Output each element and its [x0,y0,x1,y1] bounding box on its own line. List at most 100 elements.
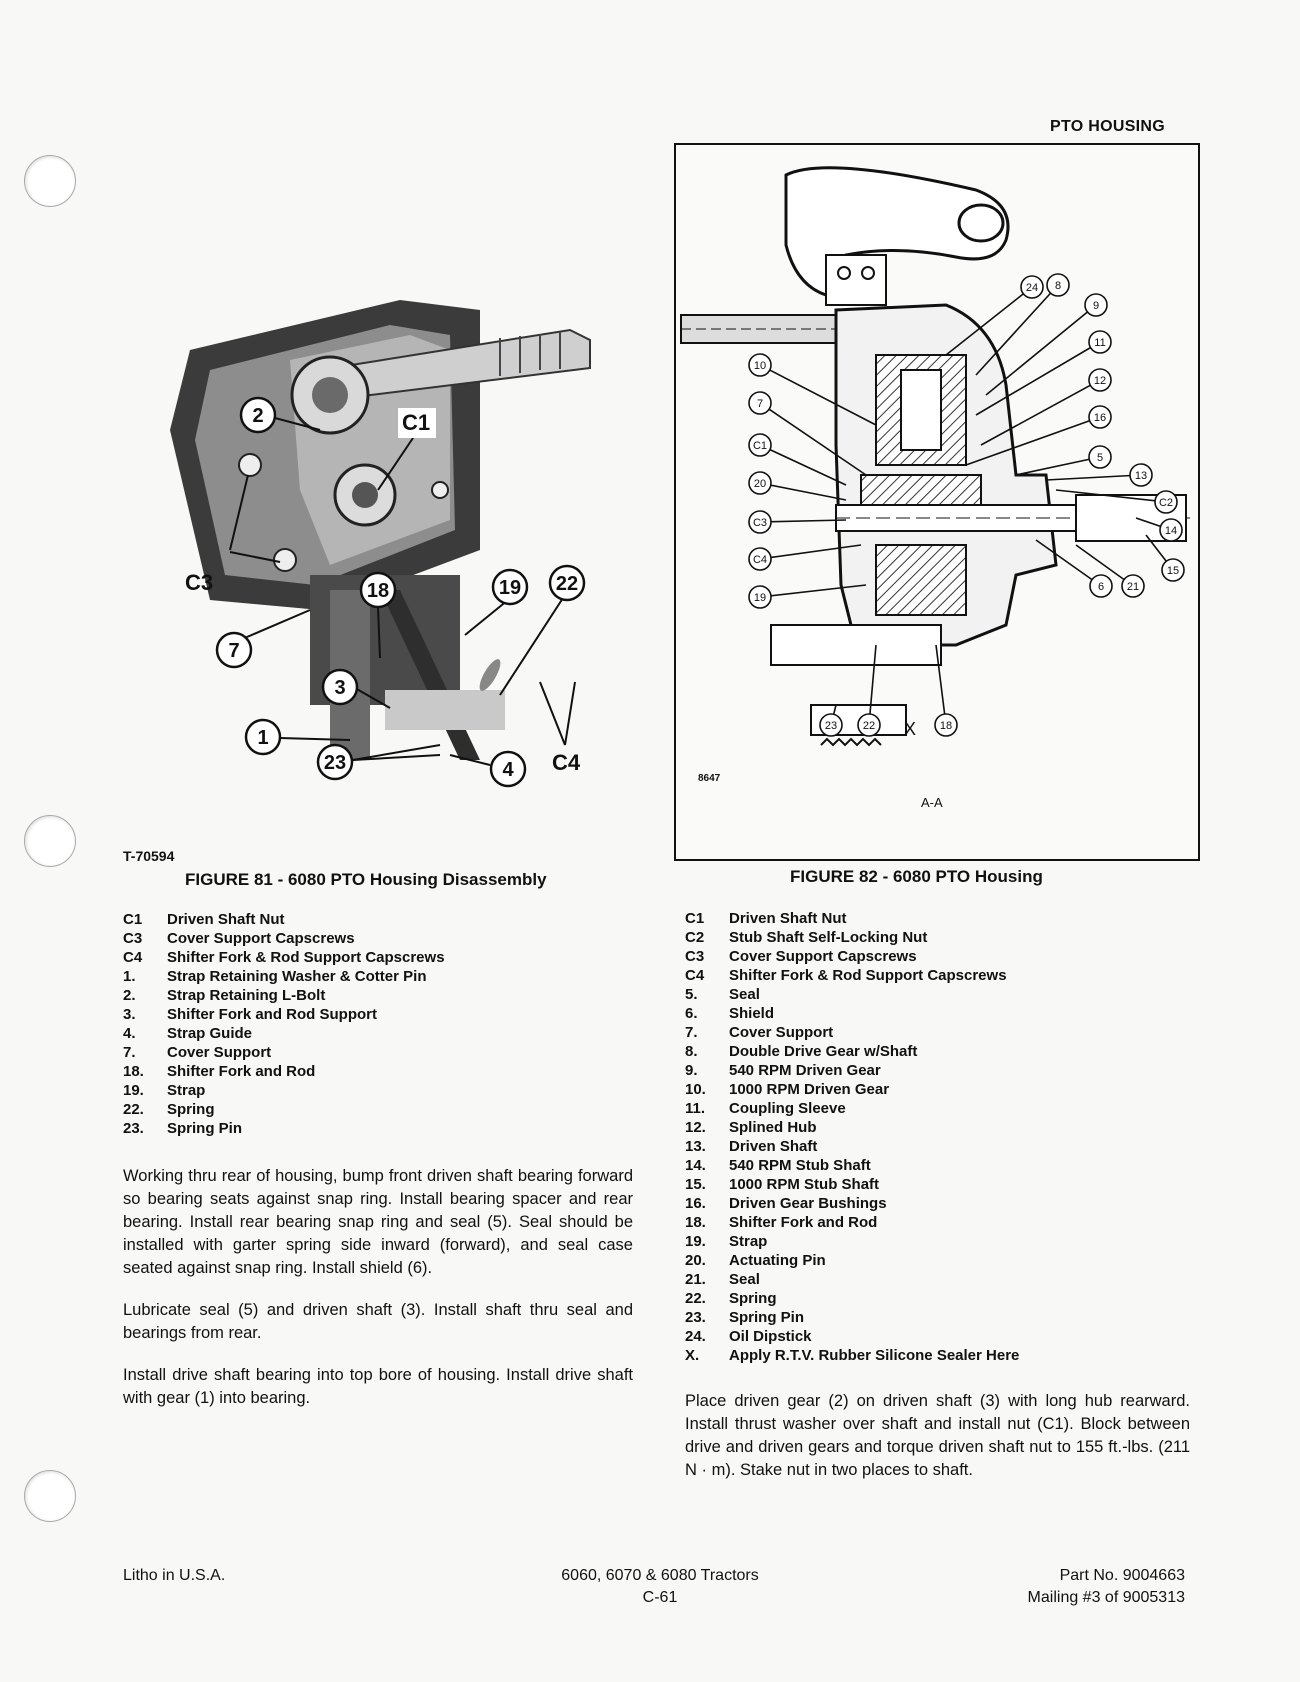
callout-c3: C3 [753,517,767,529]
legend-key: 1. [123,968,136,985]
legend-row: 15.1000 RPM Stub Shaft [685,1175,1019,1194]
binder-hole [24,155,76,207]
legend-label: Apply R.T.V. Rubber Silicone Sealer Here [729,1347,1020,1364]
legend-label: Shifter Fork & Rod Support Capscrews [167,949,445,966]
legend-key: 23. [123,1120,144,1137]
callout-10: 10 [754,360,766,372]
footer-model: 6060, 6070 & 6080 Tractors [561,1567,759,1584]
callout-16: 16 [1094,412,1106,424]
callout-c4: C4 [753,554,767,566]
legend-key: 11. [685,1100,706,1117]
callout-7: 7 [757,398,763,410]
legend-label: Driven Shaft [729,1138,818,1155]
legend-key: 16. [685,1195,706,1212]
legend-row: 9. 540 RPM Driven Gear [685,1061,1019,1080]
legend-row: 21. Seal [685,1270,1019,1289]
legend-row: C4 Shifter Fork & Rod Support Capscrews [123,948,445,967]
legend-label: 1000 RPM Driven Gear [729,1081,890,1098]
legend-label: 540 RPM Stub Shaft [729,1157,871,1174]
legend-key: 22. [685,1290,706,1307]
legend-label: Seal [729,986,760,1003]
callout-11: 11 [1094,337,1105,349]
callout-19: 19 [499,577,521,599]
legend-label: Cover Support Capscrews [729,948,917,965]
legend-label: Strap [729,1233,768,1250]
legend-key: C3 [685,948,705,965]
legend-label: Strap Guide [167,1025,253,1042]
callout-3: 3 [334,677,345,699]
legend-key: 20. [685,1252,706,1269]
legend-label: Shifter Fork and Rod [729,1214,878,1231]
legend-row: 7.Cover Support [123,1043,445,1062]
legend-key: 14. [685,1157,706,1174]
legend-label: Stub Shaft Self-Locking Nut [729,929,928,946]
legend-key: C2 [685,929,705,946]
callout-c3: C3 [185,570,213,595]
photo-id: T-70594 [123,848,175,864]
legend-row: 14. 540 RPM Stub Shaft [685,1156,1019,1175]
legend-row: 2. Strap Retaining L-Bolt [123,986,445,1005]
legend-label: Spring [167,1101,215,1118]
callout-c1: C1 [753,440,767,452]
callout-c2: C2 [1159,497,1173,509]
legend-key: 7. [685,1024,698,1041]
legend-row: 22.Spring [123,1100,445,1119]
figure-81-photo: 2 18 19 22 7 3 1 23 4 C1 C3 C4 [170,300,591,788]
legend-label: Cover Support [729,1024,834,1041]
legend-row: 13.Driven Shaft [685,1137,1019,1156]
legend-key: 23. [685,1309,706,1326]
right-text-column: Place driven gear (2) on driven shaft (3… [685,1390,1190,1501]
legend-label: Seal [729,1271,760,1288]
paragraph: Lubricate seal (5) and driven shaft (3).… [123,1301,633,1342]
callout-x: X [904,719,916,739]
legend-key: 2. [123,987,136,1004]
legend-row: 24.Oil Dipstick [685,1327,1019,1346]
callout-14: 14 [1165,525,1177,537]
legend-row: 5. Seal [685,985,1019,1004]
callout-8: 8 [1055,280,1061,292]
callout-7: 7 [228,640,239,662]
legend-label: Strap Retaining L-Bolt [167,987,326,1004]
legend-key: C4 [123,949,143,966]
legend-key: 21. [685,1271,706,1288]
callout-23: 23 [825,720,837,732]
footer-part-number: Part No. 9004663 [1059,1567,1185,1584]
legend-row: 19.Strap [685,1232,1019,1251]
legend-label: Cover Support Capscrews [167,930,355,947]
legend-row: 18.Shifter Fork and Rod [123,1062,445,1081]
legend-label: Shifter Fork and Rod [167,1063,316,1080]
legend-row: 23.Spring Pin [123,1119,445,1138]
legend-key: 8. [685,1043,698,1060]
legend-label: 540 RPM Driven Gear [729,1062,881,1079]
callout-18: 18 [367,580,389,602]
legend-label: Spring Pin [729,1309,804,1326]
paragraph: Working thru rear of housing, bump front… [123,1167,633,1277]
callout-23: 23 [324,752,346,774]
legend-row: 3.Shifter Fork and Rod Support [123,1005,445,1024]
callout-c1: C1 [402,410,430,435]
binder-hole [24,1470,76,1522]
legend-label: Shifter Fork & Rod Support Capscrews [729,967,1007,984]
legend-label: Shield [729,1005,775,1022]
footer-mailing: Mailing #3 of 9005313 [1027,1589,1185,1606]
legend-label: Actuating Pin [729,1252,826,1269]
callout-4: 4 [502,759,514,781]
legend-row: 8.Double Drive Gear w/Shaft [685,1042,1019,1061]
legend-label: Strap [167,1082,206,1099]
drawing-number: 8647 [698,773,721,784]
footer-part: Part No. 9004663 Mailing #3 of 9005313 [920,1565,1185,1609]
figure-82-caption: FIGURE 82 - 6080 PTO Housing [790,867,1043,886]
legend-key: 7. [123,1044,136,1061]
legend-key: 10. [685,1081,706,1098]
legend-row: 4.Strap Guide [123,1024,445,1043]
legend-label: Oil Dipstick [729,1328,812,1345]
legend-key: 9. [685,1062,698,1079]
callout-2: 2 [252,405,263,427]
legend-key: 5. [685,986,698,1003]
legend-key: 12. [685,1119,706,1136]
